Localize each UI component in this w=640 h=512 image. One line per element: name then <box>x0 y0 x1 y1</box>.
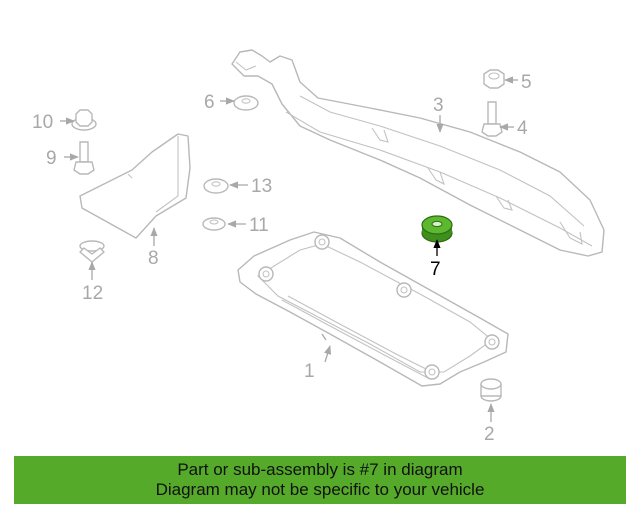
callout-10[interactable]: 10 <box>32 112 53 133</box>
callout-11[interactable]: 11 <box>249 215 269 236</box>
banner-line-1: Part or sub-assembly is #7 in diagram <box>177 460 463 479</box>
part-5-nut <box>483 69 505 89</box>
part-8-bracket <box>79 133 191 239</box>
callout-7[interactable]: 7 <box>430 259 441 280</box>
part-7-washer-highlighted[interactable] <box>421 215 453 243</box>
callout-3[interactable]: 3 <box>433 95 444 116</box>
part-2-bushing <box>480 378 502 402</box>
part-1-skid-plate <box>237 231 509 387</box>
part-4-bolt <box>481 101 503 137</box>
part-12-clip <box>79 240 105 263</box>
part-13-washer <box>203 178 229 194</box>
part-9-bolt <box>73 141 95 175</box>
callout-4[interactable]: 4 <box>517 118 528 139</box>
callout-5[interactable]: 5 <box>521 72 532 93</box>
parts-diagram: 1 2 3 4 5 6 7 8 9 10 11 12 13 <box>32 49 605 445</box>
callout-2[interactable]: 2 <box>484 424 495 445</box>
leader-1 <box>321 333 327 341</box>
info-banner: Part or sub-assembly is #7 in diagram Di… <box>14 456 626 504</box>
part-6-washer <box>233 95 259 111</box>
callout-1[interactable]: 1 <box>304 361 315 382</box>
banner-line-2: Diagram may not be specific to your vehi… <box>155 480 485 499</box>
callout-9[interactable]: 9 <box>46 148 57 169</box>
callout-13[interactable]: 13 <box>251 176 272 197</box>
callout-12[interactable]: 12 <box>82 283 103 304</box>
part-11-washer <box>202 217 226 231</box>
leader-1-arrow <box>324 345 332 363</box>
callout-6[interactable]: 6 <box>204 92 215 113</box>
part-3-rail <box>231 49 605 257</box>
part-10-nut <box>71 109 97 131</box>
callout-8[interactable]: 8 <box>148 248 159 269</box>
